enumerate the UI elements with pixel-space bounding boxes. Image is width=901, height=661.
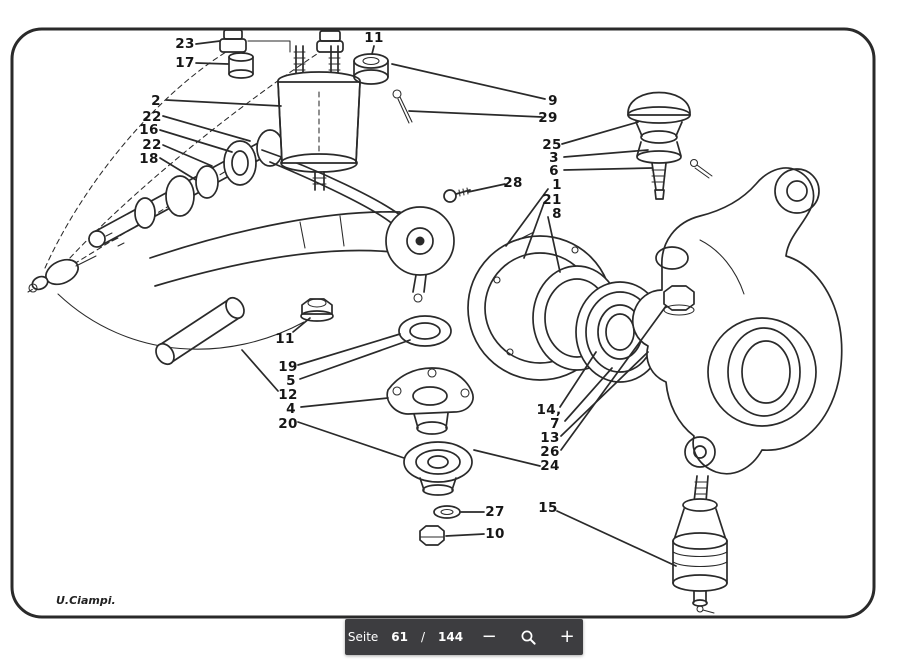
zoom-out-button[interactable]: − [476,624,502,650]
flanged-bush [353,53,389,85]
shock-absorber-unit [277,45,361,191]
lower-ball-joint [672,475,728,614]
seal-ring [398,315,452,347]
split-pin [392,89,413,124]
bump-stop [219,29,247,53]
castle-nut [419,525,445,546]
spacer-tube [155,296,245,366]
washer [433,505,461,519]
upper-control-arm [149,149,455,303]
mount-bushing [228,40,291,79]
magnifier-icon [521,630,536,645]
flanged-support-plate [386,367,474,435]
zoom-button[interactable] [515,624,541,650]
page-total: 144 [438,630,464,644]
steering-knuckle [631,167,843,475]
page-current: 61 [391,630,408,644]
lock-nut-mid [300,298,334,322]
upper-ball-joint [627,91,713,200]
tie-rod-end-stud [28,255,97,293]
zoom-in-button[interactable]: + [554,624,580,650]
viewer-toolbar: Seite 61 / 144 − + [345,619,583,655]
artist-signature: U.Ciampi. [56,594,116,607]
small-bolt [443,187,471,203]
page-separator: / [421,630,426,644]
ball-joint-housing [403,441,473,496]
cotter-pin [689,158,699,168]
stud-cap [316,30,344,53]
page-border [10,27,876,619]
leader-lines [159,40,677,567]
exploded-parts-diagram [10,27,876,619]
page-label: Seite [347,630,379,644]
